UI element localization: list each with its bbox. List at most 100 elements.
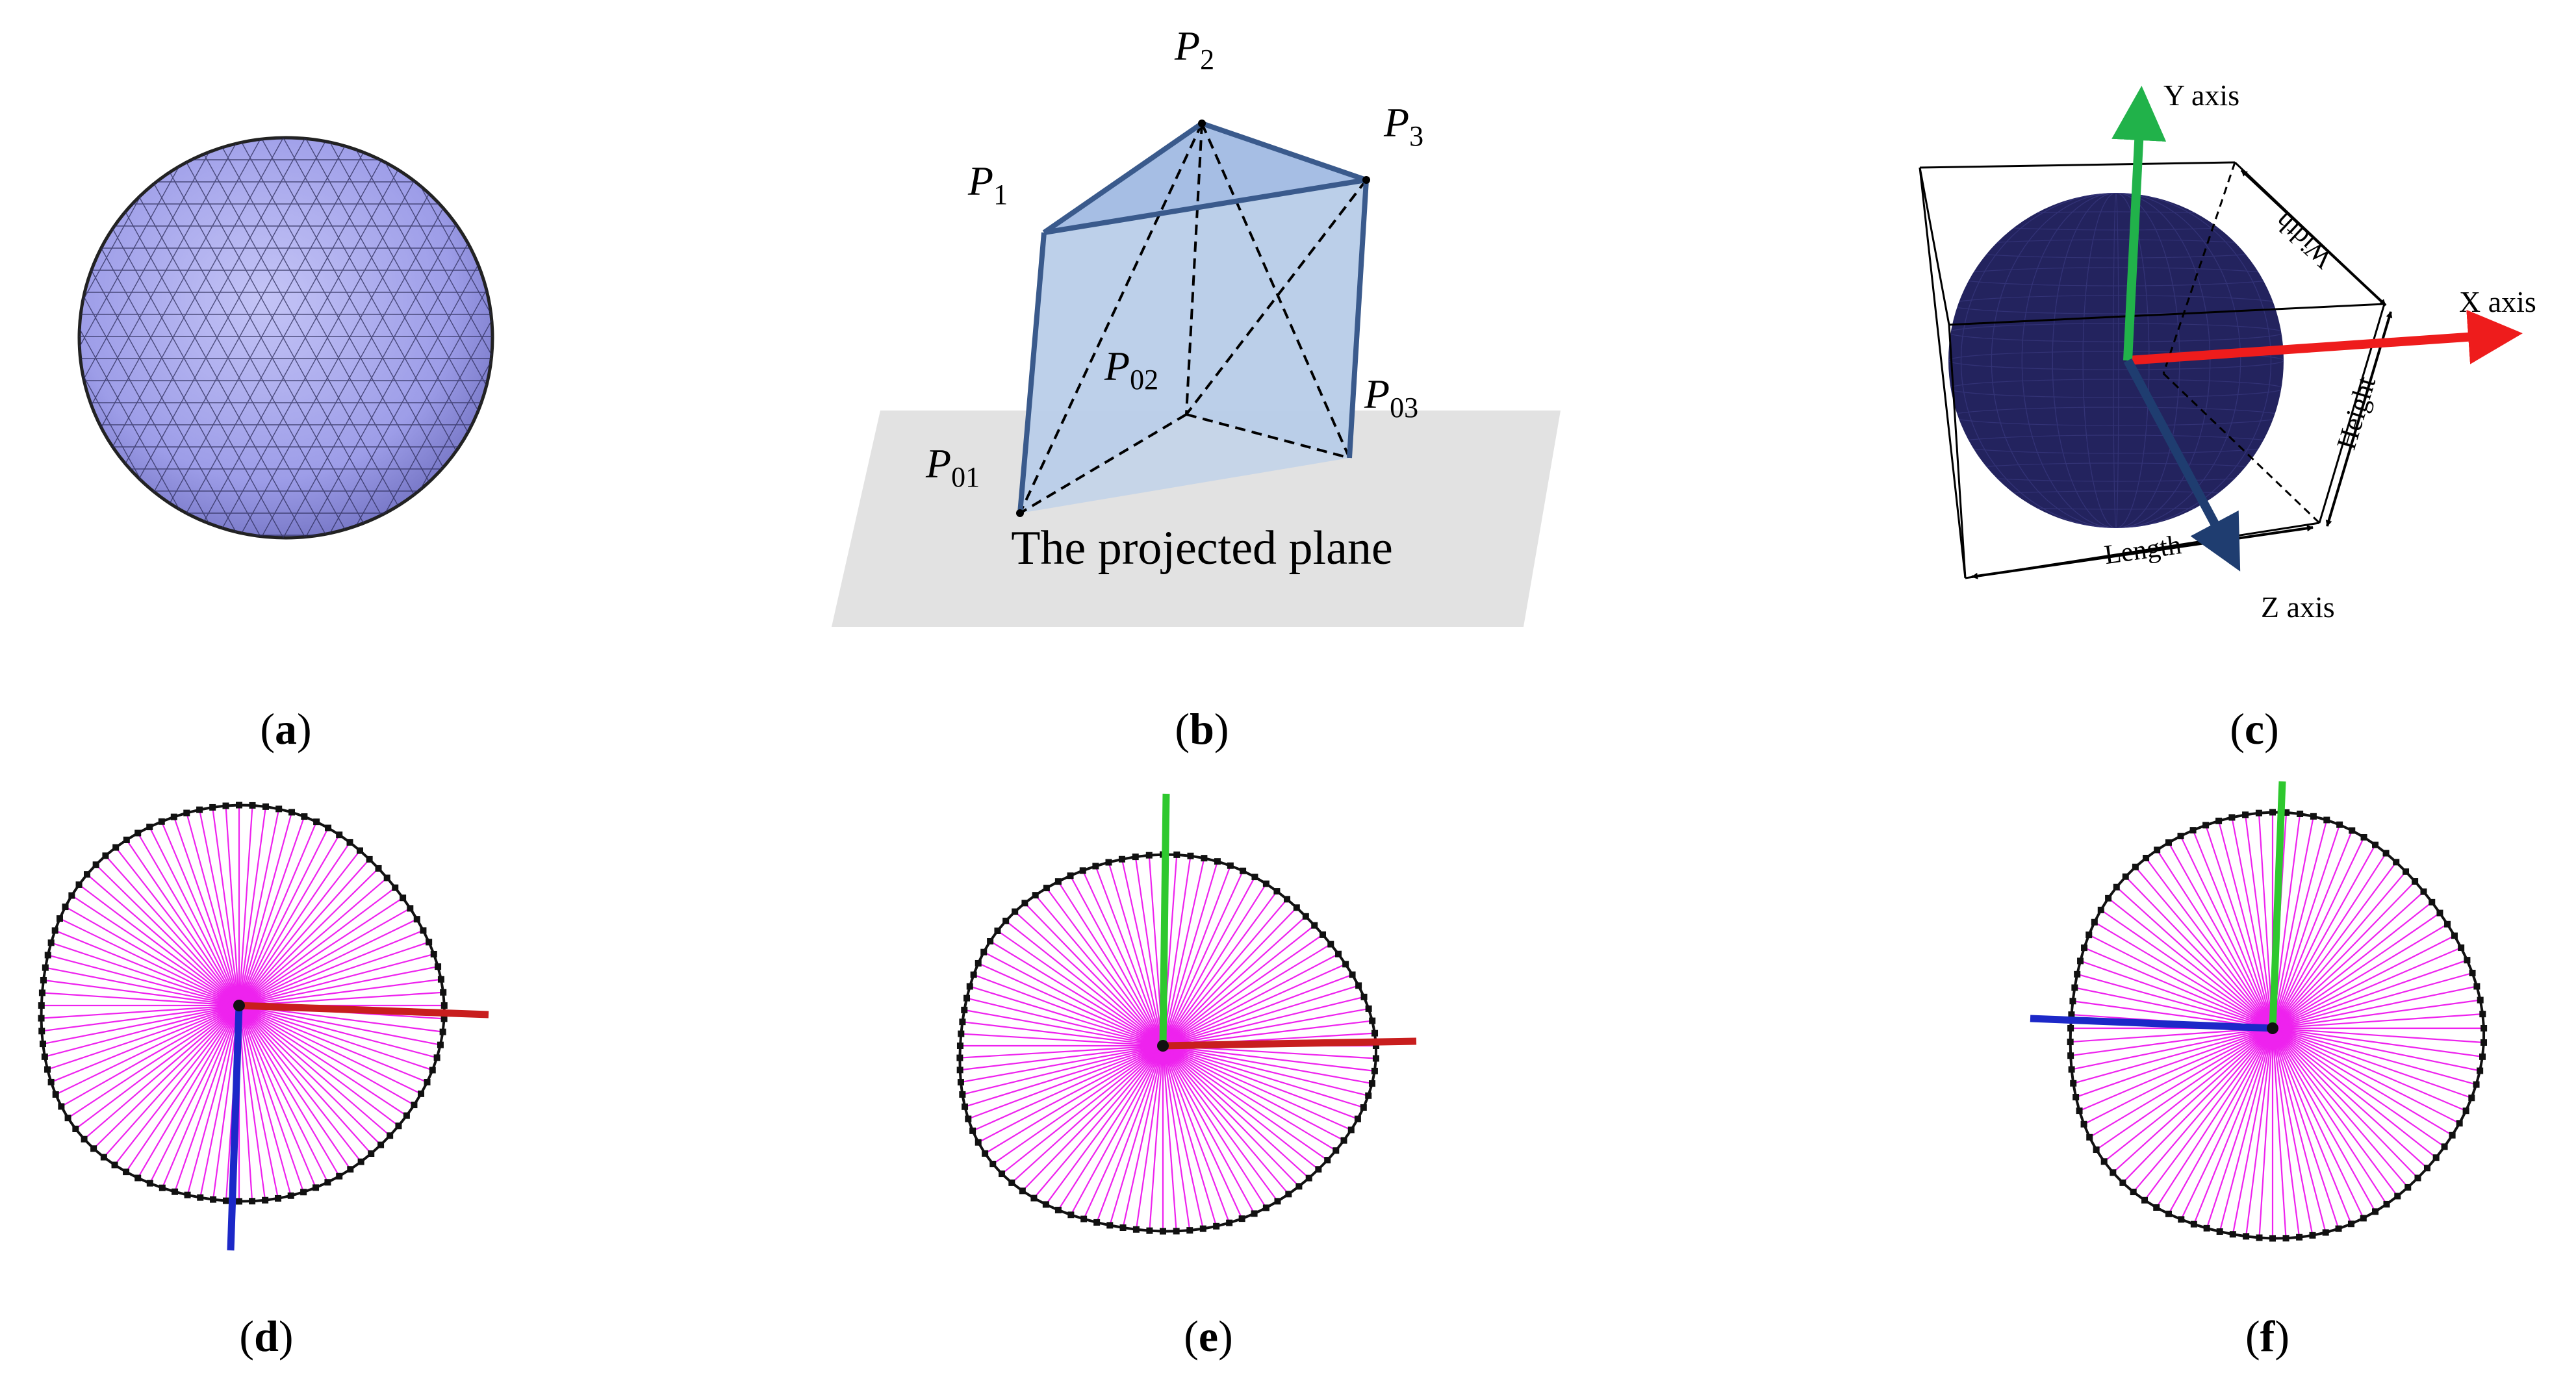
ray-line — [2192, 829, 2274, 1029]
contour-point — [288, 809, 296, 816]
contour-point — [92, 861, 99, 868]
contour-point — [400, 894, 407, 902]
ray-line — [2272, 1027, 2477, 1085]
ray-line — [1162, 985, 1359, 1047]
contour-point — [1262, 1204, 1269, 1211]
contour-point — [1092, 863, 1099, 870]
contour-point — [2412, 878, 2419, 885]
ray-line — [238, 1005, 381, 1146]
ray-line — [42, 992, 240, 1007]
contour-point — [146, 824, 153, 831]
contour-point — [2347, 1221, 2354, 1228]
sphere-parallel — [1948, 435, 2284, 454]
ray-line — [997, 930, 1164, 1046]
contour-point — [2110, 1169, 2117, 1176]
ray-line — [2271, 816, 2314, 1029]
contour-point — [383, 874, 390, 881]
contour-point — [1021, 900, 1028, 907]
ray-line — [1162, 1045, 1320, 1170]
contour-point — [429, 1067, 436, 1074]
ray-line — [238, 1005, 351, 1170]
contour-point — [965, 1115, 972, 1122]
contour-point — [2383, 1200, 2390, 1208]
contour-point — [1372, 1055, 1379, 1062]
contour-point — [184, 1191, 191, 1198]
ray-line — [1022, 1045, 1164, 1192]
ray-line — [103, 1005, 240, 1158]
contour-point — [40, 977, 47, 984]
ray-line — [973, 974, 1164, 1047]
contour-point — [1284, 896, 1291, 903]
contour-point — [2153, 1204, 2160, 1211]
contour-point — [1214, 858, 1221, 865]
ray-line — [64, 906, 240, 1006]
contour-point — [1365, 1005, 1372, 1012]
contour-point — [1285, 1191, 1292, 1198]
ray-line — [238, 809, 280, 1006]
contour-point — [2393, 859, 2400, 866]
contour-point — [2473, 1081, 2480, 1088]
ray-line — [1162, 1045, 1310, 1179]
ray-line — [2258, 813, 2274, 1029]
panel-c: Width Height Length X axis Y axis Z axis… — [1919, 79, 2536, 753]
contour-point — [2216, 1228, 2223, 1235]
contour-point — [2441, 1143, 2448, 1150]
contour-point — [102, 852, 109, 859]
contour-point — [2228, 814, 2236, 821]
vertex-p3-dot — [1362, 176, 1370, 184]
mesh-wireframe — [79, 138, 492, 538]
contour-point — [2071, 984, 2078, 991]
ray-line — [1162, 1045, 1267, 1209]
length-dimension — [1971, 525, 2314, 579]
ray-line — [1109, 1045, 1164, 1226]
ray-line — [75, 1005, 240, 1130]
contour-point — [1273, 888, 1281, 895]
ray-line — [1046, 887, 1164, 1046]
center-point — [233, 1000, 245, 1011]
contour-point — [2335, 1225, 2342, 1232]
contour-point — [2068, 1066, 2075, 1073]
contour-point — [42, 964, 49, 971]
contour-point — [2067, 1052, 2074, 1059]
ray-line — [1162, 857, 1205, 1046]
ray-line — [969, 985, 1164, 1047]
ray-line — [2145, 857, 2273, 1029]
ray-line — [2272, 1028, 2460, 1124]
sphere-parallel — [1948, 211, 2284, 231]
ray-line — [2124, 876, 2273, 1029]
ray-line — [199, 1005, 240, 1198]
contour-point — [2372, 1208, 2379, 1215]
ray-line — [2271, 1028, 2340, 1229]
caption-a: (a) — [260, 704, 311, 753]
contour-point — [2429, 898, 2436, 905]
ray-line — [114, 1005, 240, 1166]
ray-line — [2089, 1028, 2273, 1138]
ray-line — [238, 1004, 433, 1071]
blue-axis-line — [227, 1005, 243, 1251]
ray-line — [984, 1045, 1164, 1154]
ray-line — [2088, 934, 2273, 1029]
mesh-lines — [79, 138, 492, 538]
ray-line — [2271, 1028, 2287, 1239]
ray-line — [978, 962, 1164, 1047]
ray-line — [42, 1004, 240, 1032]
sphere-parallel — [1948, 267, 2284, 286]
ray-line — [2080, 960, 2273, 1030]
contour-point — [2309, 1232, 2316, 1239]
ray-line — [1033, 1045, 1164, 1199]
ray-line — [1122, 1045, 1164, 1228]
bounding-box-hidden — [2162, 162, 2321, 524]
ray-line — [238, 978, 442, 1007]
ray-line — [125, 839, 240, 1006]
contour-point — [413, 916, 420, 923]
ray-line — [2272, 1028, 2376, 1212]
ray-line — [238, 907, 411, 1006]
contour-point — [2414, 1174, 2421, 1182]
contour-point — [2178, 1216, 2185, 1223]
contour-point — [356, 847, 363, 854]
contour-point — [2100, 1158, 2108, 1165]
ray-line — [2272, 1028, 2364, 1219]
contour-point — [418, 1090, 425, 1097]
contour-point — [209, 803, 216, 811]
contour-point — [1372, 1043, 1379, 1049]
